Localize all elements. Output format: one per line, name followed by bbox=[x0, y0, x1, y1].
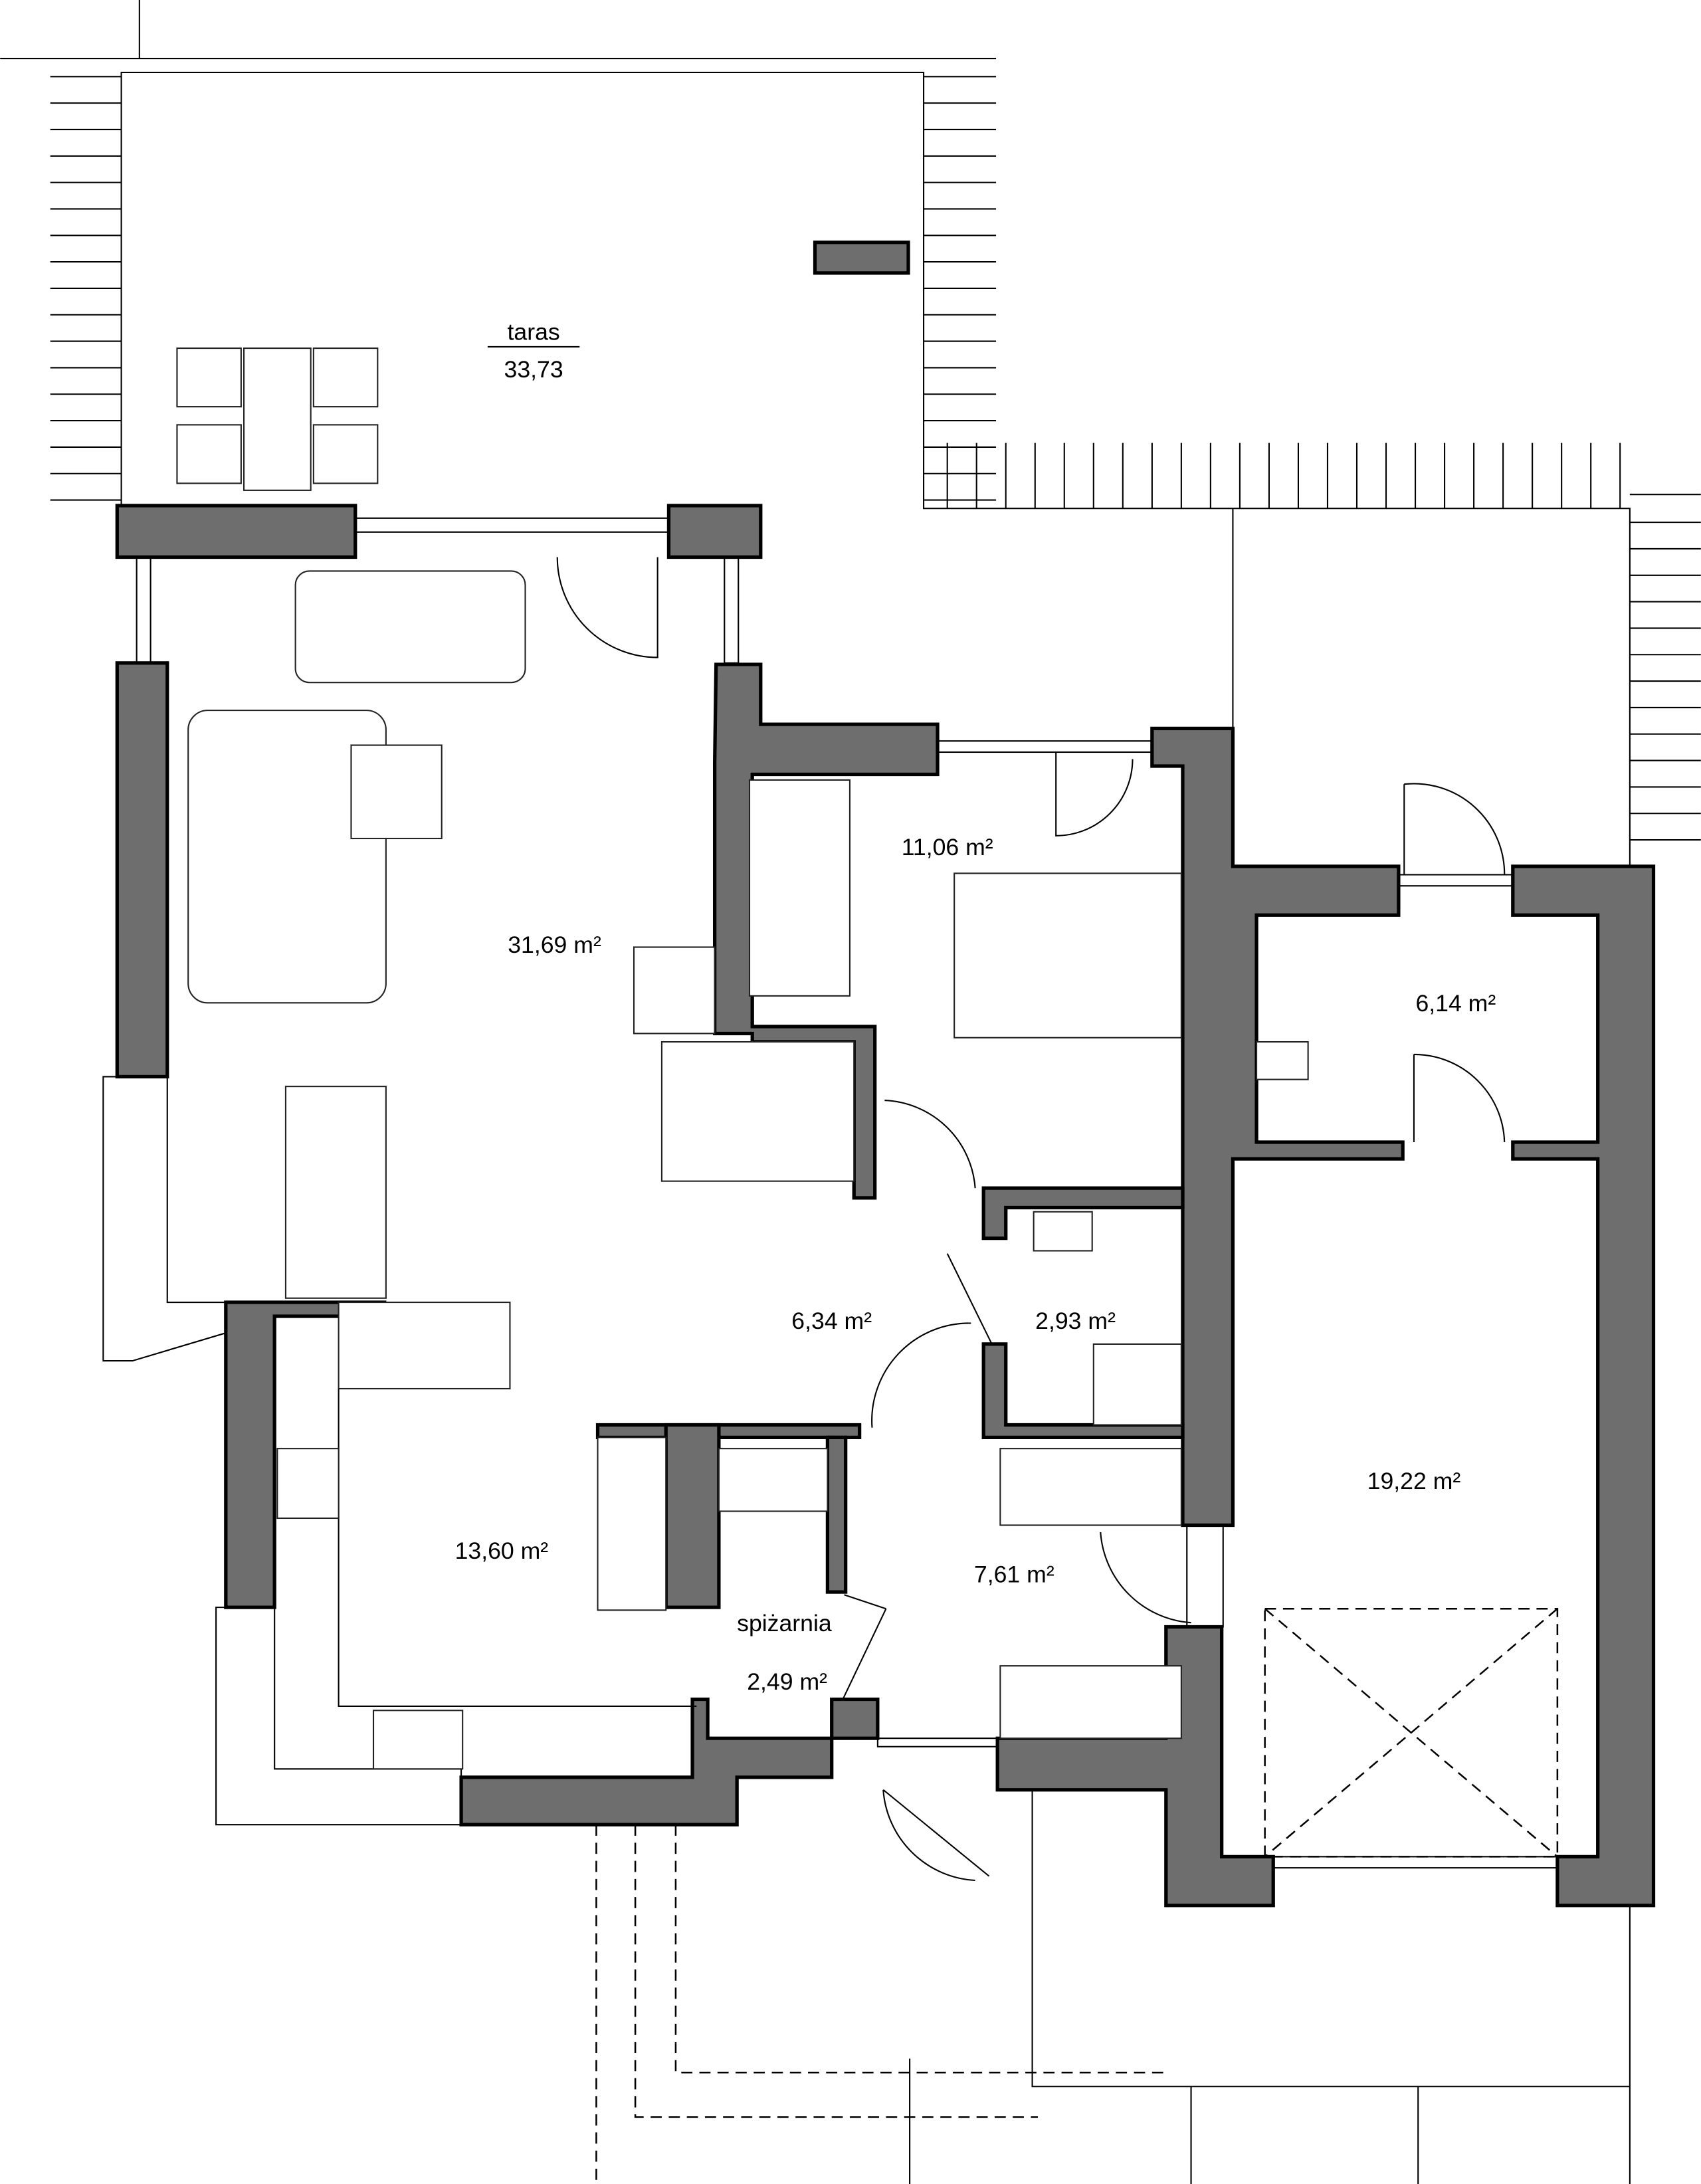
terrace-table-set bbox=[176, 347, 379, 491]
terrace-grill bbox=[813, 241, 910, 275]
bed bbox=[953, 872, 1182, 1039]
fridge bbox=[597, 1437, 667, 1611]
pantry-area: 2,49 m² bbox=[747, 1668, 827, 1695]
doors bbox=[556, 557, 1506, 1882]
stairs bbox=[660, 1041, 855, 1182]
boiler-room-area: 6,14 m² bbox=[1415, 990, 1496, 1017]
kitchen-area: 13,60 m² bbox=[455, 1538, 549, 1564]
wardrobe-entry bbox=[999, 1448, 1182, 1526]
fireplace bbox=[633, 946, 716, 1035]
armchair bbox=[350, 744, 443, 840]
driveway-lines bbox=[595, 1789, 1630, 2184]
wardrobe bbox=[748, 779, 850, 997]
washbasin bbox=[1033, 1211, 1093, 1252]
kitchen-island bbox=[338, 1301, 511, 1390]
terrace-area: 33,73 bbox=[504, 356, 563, 383]
pantry-name: spiżarnia bbox=[737, 1610, 832, 1637]
entry-area: 7,61 m² bbox=[974, 1561, 1054, 1587]
wardrobe-entry-2 bbox=[999, 1665, 1182, 1739]
kitchen-sink bbox=[372, 1710, 464, 1770]
dining-table bbox=[284, 1086, 387, 1299]
labels: taras 33,73 31,69 m² 11,06 m² 6,14 m² 6,… bbox=[455, 318, 1496, 1694]
shower bbox=[1092, 1343, 1182, 1426]
garage-area: 19,22 m² bbox=[1367, 1468, 1461, 1494]
hall-area: 6,34 m² bbox=[791, 1308, 872, 1334]
corner-sofa bbox=[187, 710, 387, 1004]
stove bbox=[276, 1448, 340, 1520]
sofa bbox=[294, 570, 526, 684]
car-outline bbox=[1264, 1607, 1559, 1858]
living-area: 31,69 m² bbox=[508, 932, 601, 958]
bedroom-area: 11,06 m² bbox=[902, 834, 993, 860]
terrace-name: taras bbox=[507, 318, 559, 345]
furniture bbox=[187, 570, 1559, 1858]
bathroom-area: 2,93 m² bbox=[1035, 1308, 1116, 1334]
walls bbox=[115, 504, 1656, 1908]
boiler bbox=[1256, 1041, 1309, 1080]
